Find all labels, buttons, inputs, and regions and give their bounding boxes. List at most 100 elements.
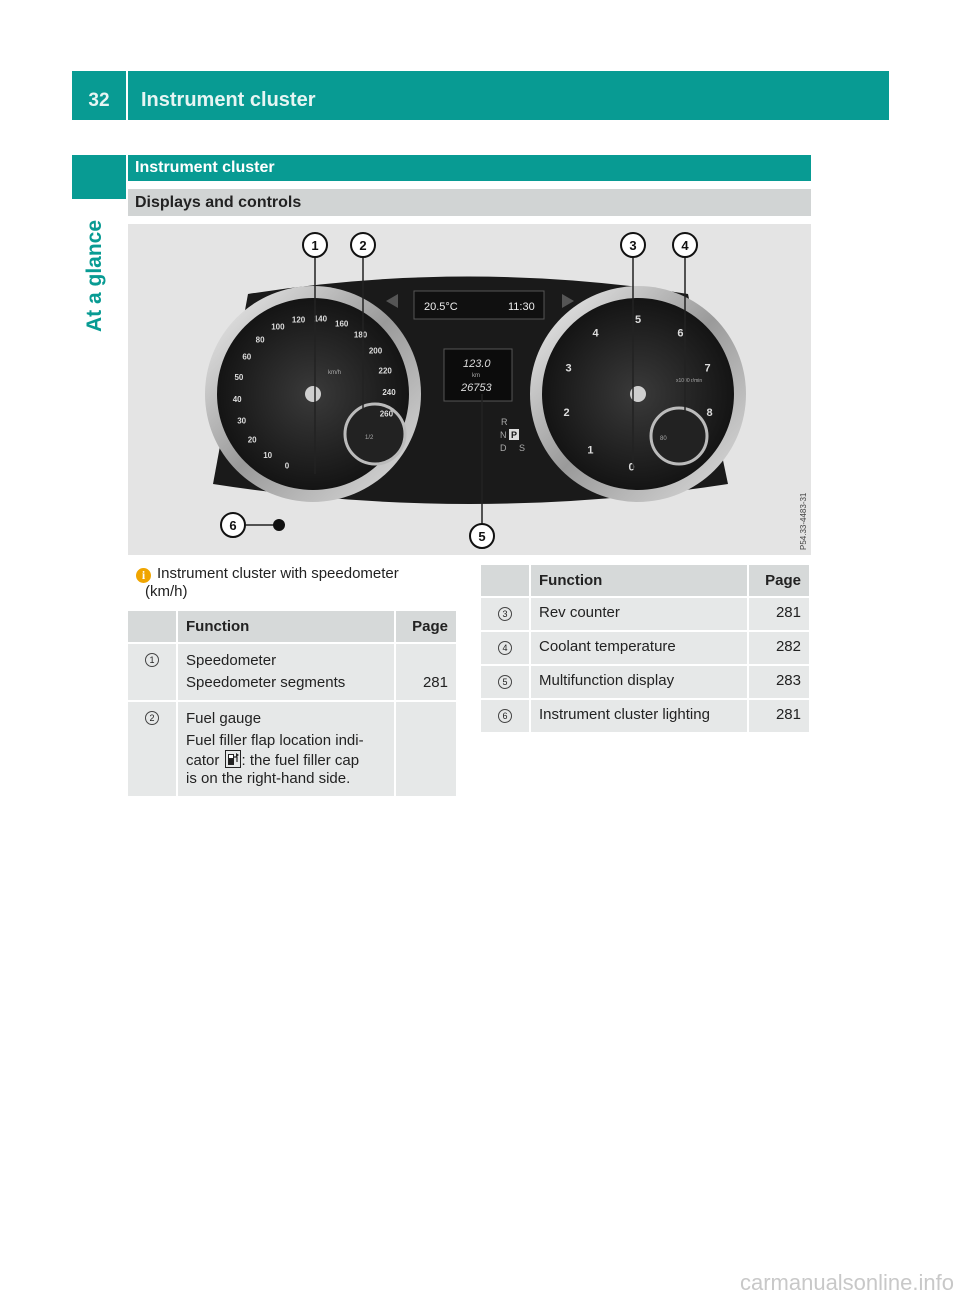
tachometer-tick-5: 5	[635, 314, 641, 326]
row-page	[396, 702, 448, 710]
row-number: 2	[145, 711, 159, 725]
row-label: Multifunction display	[539, 672, 675, 689]
row-label: Instrument cluster lighting	[539, 706, 710, 723]
col-page-header: Page	[396, 611, 458, 644]
fuel-gauge-dial	[343, 402, 407, 466]
speedometer-tick-0: 0	[285, 461, 290, 470]
callout-5: 5	[478, 529, 485, 544]
speedometer-tick-10: 10	[263, 451, 272, 460]
row-number: 1	[145, 653, 159, 667]
row-label: Rev counter	[539, 604, 620, 621]
row-page: 282	[775, 638, 801, 655]
header-title: Instrument cluster	[141, 89, 316, 111]
speedometer-tick-30: 30	[237, 416, 246, 425]
side-tab-block	[72, 155, 126, 199]
section-title: Instrument cluster	[128, 155, 811, 181]
top-display	[413, 290, 545, 320]
gear-n: N	[500, 430, 507, 440]
row-number: 5	[498, 675, 512, 689]
row-sublabel: Speedometer segments	[186, 674, 346, 691]
row-page: 281	[422, 674, 448, 691]
speedometer-tick-220: 220	[379, 366, 393, 375]
image-code: P54.33-4483-31	[799, 492, 808, 550]
turn-left-icon	[386, 294, 398, 308]
gear-s: S	[519, 443, 525, 453]
table-row: 2 Fuel gauge Fuel filler flap location i…	[128, 702, 458, 798]
callout-6: 6	[229, 518, 236, 533]
info-icon: i	[136, 568, 151, 583]
coolant-gauge-dial	[649, 406, 709, 466]
speedometer-tick-50: 50	[234, 373, 243, 382]
display-trip: 123.0	[463, 358, 491, 370]
caption-line-2: (km/h)	[145, 583, 188, 600]
col-function-header: Function	[531, 565, 749, 598]
row-detail-a: Fuel filler flap location indi-	[186, 732, 364, 749]
fuel-pump-icon	[224, 750, 241, 768]
gear-p: P	[511, 430, 517, 440]
fuel-gauge-label: 1/2	[365, 435, 374, 441]
coolant-gauge-label: 80	[660, 436, 667, 442]
footer-watermark: carmanualsonline.info	[739, 1270, 954, 1295]
display-time: 11:30	[508, 301, 535, 313]
page-number: 32	[88, 90, 110, 111]
speedometer-tick-120: 120	[292, 315, 306, 324]
tachometer-tick-8: 8	[706, 407, 712, 419]
section-subtitle: Displays and controls	[128, 189, 811, 216]
lighting-knob	[273, 519, 285, 531]
speedometer-tick-260: 260	[380, 410, 394, 419]
caption-line-1: Instrument cluster with speedometer	[157, 565, 399, 582]
table-row: 6 Instrument cluster lighting 281	[481, 700, 811, 734]
row-page: 283	[775, 672, 801, 689]
row-label: Fuel gauge	[186, 710, 262, 727]
speedometer-tick-160: 160	[335, 320, 349, 329]
col-function-header: Function	[178, 611, 396, 644]
tachometer-tick-7: 7	[704, 363, 710, 375]
function-table-left: Function Page 1 Speedometer Speedometer …	[128, 611, 458, 798]
row-detail-b: cator	[186, 752, 220, 769]
speedometer-tick-60: 60	[242, 353, 251, 362]
figure-caption: i Instrument cluster with speedometer (km…	[128, 565, 458, 601]
speedometer-tick-180: 180	[354, 331, 368, 340]
row-page: 281	[775, 604, 801, 621]
col-num-header	[128, 611, 178, 644]
header-divider	[126, 71, 128, 120]
speedometer-tick-20: 20	[248, 436, 257, 445]
display-trip-unit: km	[472, 373, 480, 379]
header-bar	[72, 71, 889, 120]
display-temp: 20.5°C	[424, 301, 458, 313]
instrument-cluster-illustration: 20.5°C 11:30 123.0 km 26753 R N P D S 01…	[128, 224, 811, 555]
row-detail-d: is on the right-hand side.	[186, 770, 351, 787]
row-number: 4	[498, 641, 512, 655]
row-number: 6	[498, 709, 512, 723]
speedometer-tick-80: 80	[256, 335, 265, 344]
table-row: 3 Rev counter 281	[481, 598, 811, 632]
speedometer-tick-40: 40	[233, 395, 242, 404]
display-odometer: 26753	[460, 382, 492, 394]
turn-right-icon	[562, 294, 574, 308]
speedometer-tick-200: 200	[369, 347, 383, 356]
row-label: Speedometer	[186, 652, 277, 669]
row-page: 281	[775, 706, 801, 723]
table-row: 5 Multifunction display 283	[481, 666, 811, 700]
speedometer-unit: km/h	[328, 370, 341, 376]
multifunction-display	[443, 348, 513, 402]
col-page-header: Page	[749, 565, 811, 598]
speedometer-tick-140: 140	[314, 314, 328, 323]
row-detail-c: : the fuel filler cap	[241, 752, 360, 769]
speedometer-tick-100: 100	[271, 323, 285, 332]
callout-1: 1	[311, 238, 318, 253]
tachometer-tick-0: 0	[629, 462, 635, 474]
tachometer-tick-1: 1	[587, 445, 593, 457]
tachometer-tick-6: 6	[677, 327, 683, 339]
tachometer-unit: x1000 r/min	[676, 378, 702, 384]
tachometer-tick-4: 4	[593, 327, 600, 339]
col-num-header	[481, 565, 531, 598]
function-table-right: Function Page 3 Rev counter 281 4 Coolan…	[481, 565, 811, 734]
row-label: Coolant temperature	[539, 638, 676, 655]
gear-r: R	[501, 417, 508, 427]
table-row: 4 Coolant temperature 282	[481, 632, 811, 666]
speedometer-tick-240: 240	[382, 388, 396, 397]
